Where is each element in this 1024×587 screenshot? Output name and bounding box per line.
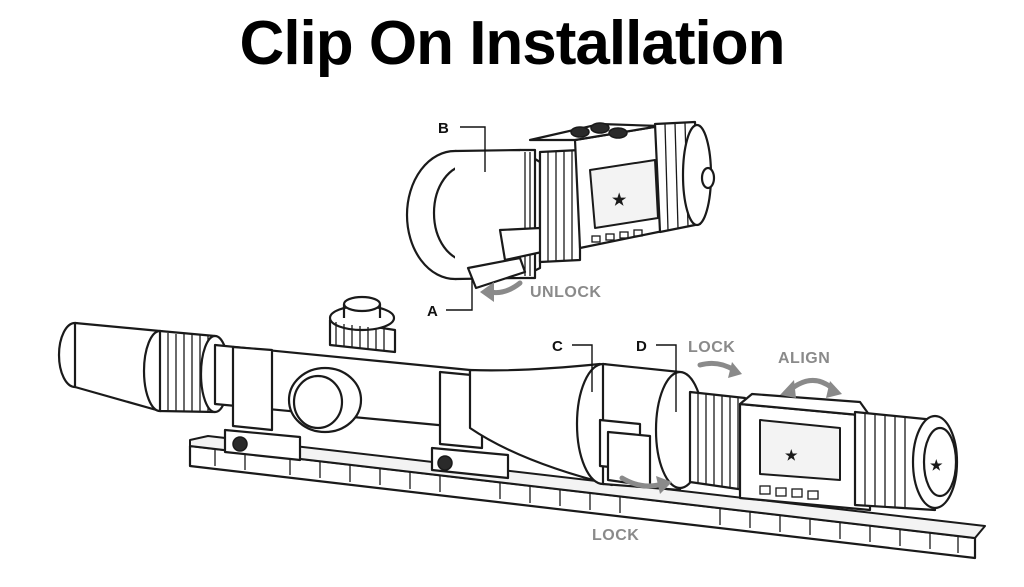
- align-label: ALIGN: [778, 350, 830, 367]
- unlock-arrow-icon: [480, 280, 523, 302]
- brand-logo-cap: ★: [930, 457, 943, 473]
- brand-logo-detached: ★: [612, 192, 627, 209]
- mounted-clip-on: ★ ★: [598, 362, 959, 512]
- callout-c: C: [552, 338, 563, 355]
- align-arrow-icon: [780, 378, 842, 398]
- detached-clip-on: ★: [405, 120, 716, 290]
- leader-d: [656, 344, 677, 412]
- callout-d: D: [636, 338, 647, 355]
- page-title: Clip On Installation: [239, 9, 786, 78]
- leader-b: [460, 126, 486, 172]
- leader-c: [572, 344, 593, 392]
- leader-a: [446, 278, 473, 311]
- brand-logo-mounted: ★: [785, 447, 798, 463]
- lock-top-arrow-icon: [697, 360, 742, 378]
- callout-b: B: [438, 120, 449, 137]
- lock-label-bottom: LOCK: [592, 527, 639, 544]
- picatinny-rail: [188, 435, 986, 560]
- unlock-label: UNLOCK: [530, 284, 601, 301]
- lock-label-top: LOCK: [688, 339, 735, 356]
- lock-bottom-arrow-icon: [619, 475, 672, 494]
- callout-a: A: [427, 303, 438, 320]
